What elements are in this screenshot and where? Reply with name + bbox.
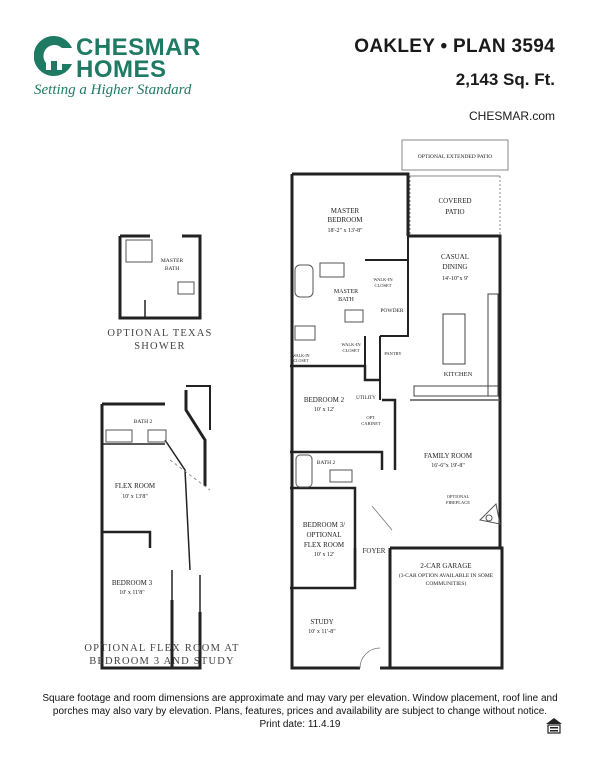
- brand-logo: CHESMAR HOMES: [34, 34, 214, 94]
- label-study-dims: 10' x 11'-8": [308, 629, 336, 635]
- label-master-bath-2: BATH: [338, 297, 354, 303]
- label-casual-dining-dims: 14'-10"x 9': [442, 276, 468, 282]
- label-walkin-closet-c-2: CLOSET: [293, 358, 309, 363]
- option-flex-room-plan: [100, 385, 211, 670]
- texas-shower-caption: OPTIONAL TEXAS SHOWER: [95, 327, 225, 353]
- brand-name-line1: CHESMAR: [76, 34, 201, 61]
- label-walkin-closet-a-2: CLOSET: [374, 283, 391, 288]
- label-opt-master-bath-1: MASTER: [161, 258, 184, 264]
- website-link[interactable]: CHESMAR.com: [468, 109, 555, 123]
- plan-title: OAKLEY • PLAN 3594: [354, 36, 555, 57]
- flex-room-caption: OPTIONAL FLEX ROOM AT BEDROOM 3 AND STUD…: [72, 642, 252, 668]
- label-master-bath-1: MASTER: [334, 289, 358, 295]
- texas-shower-caption-line2: SHOWER: [134, 341, 186, 352]
- square-footage: 2,143 Sq. Ft.: [455, 70, 555, 89]
- label-opt-flex-room-dims: 10' x 13'8": [122, 494, 148, 500]
- bath-fixtures: [105, 239, 364, 488]
- label-powder: POWDER: [380, 308, 404, 314]
- brand-tagline: Setting a Higher Standard: [34, 82, 192, 98]
- label-master-bedroom-1: MASTER: [331, 207, 360, 215]
- label-extended-patio: OPTIONAL EXTENDED PATIO: [418, 154, 492, 160]
- label-foyer: FOYER: [363, 547, 386, 555]
- disclaimer-line1: Square footage and room dimensions are a…: [42, 693, 558, 704]
- main-plan-walls: [290, 172, 504, 670]
- extended-patio-outline: [401, 139, 509, 236]
- label-pantry: PANTRY: [384, 351, 402, 356]
- label-opt-cabinet-1: OPT.: [366, 415, 375, 420]
- label-opt-bedroom3-dims: 10' x 11'8": [119, 590, 145, 596]
- label-master-bedroom-dims: 18'-2" x 13'-8": [327, 228, 363, 234]
- label-family-room-dims: 16'-6"x 19'-8": [431, 463, 465, 469]
- flex-room-caption-line1: OPTIONAL FLEX ROOM AT: [84, 643, 240, 654]
- label-optional-fireplace-2: FIREPLACE: [446, 500, 470, 505]
- label-master-bedroom-2: BEDROOM: [327, 216, 363, 224]
- label-covered-patio-2: PATIO: [445, 208, 464, 216]
- label-kitchen: KITCHEN: [444, 371, 473, 378]
- disclaimer: Square footage and room dimensions are a…: [40, 692, 560, 731]
- label-family-room: FAMILY ROOM: [424, 452, 473, 460]
- label-casual-dining-2: DINING: [443, 263, 468, 271]
- label-opt-cabinet-2: CABINET: [361, 421, 381, 426]
- label-opt-master-bath-2: BATH: [165, 266, 179, 272]
- label-garage-1: 2-CAR GARAGE: [420, 562, 471, 570]
- disclaimer-line2: porches may also vary by elevation. Plan…: [52, 706, 548, 717]
- label-bath2: BATH 2: [317, 460, 336, 466]
- label-walkin-closet-a-1: WALK-IN: [373, 277, 393, 282]
- brand-name-line2: HOMES: [76, 56, 167, 83]
- label-opt-bath2: BATH 2: [134, 419, 153, 425]
- label-optional-fireplace-1: OPTIONAL: [447, 494, 470, 499]
- flex-room-caption-line2: BEDROOM 3 AND STUDY: [89, 656, 235, 667]
- label-opt-flex-room: FLEX ROOM: [115, 482, 156, 490]
- label-bedroom3-dims: 10' x 12': [314, 552, 334, 558]
- label-bedroom3-1: BEDROOM 3/: [303, 521, 345, 529]
- label-covered-patio-1: COVERED: [438, 197, 471, 205]
- equal-housing-icon: [546, 718, 562, 734]
- door-swings: [169, 459, 393, 669]
- label-study: STUDY: [310, 618, 333, 626]
- label-bedroom2-dims: 10' x 12': [314, 407, 334, 413]
- label-walkin-closet-b-2: CLOSET: [342, 348, 359, 353]
- print-date: Print date: 11.4.19: [259, 719, 341, 730]
- label-bedroom3-2: OPTIONAL: [307, 531, 342, 539]
- label-walkin-closet-b-1: WALK-IN: [341, 342, 361, 347]
- house-logo-icon: [34, 35, 72, 76]
- label-bedroom3-3: FLEX ROOM: [304, 541, 345, 549]
- kitchen-fixtures: [413, 293, 499, 397]
- option-texas-shower-plan: [118, 234, 202, 320]
- texas-shower-caption-line1: OPTIONAL TEXAS: [107, 328, 213, 339]
- label-utility: UTILITY: [356, 396, 376, 401]
- label-casual-dining-1: CASUAL: [441, 253, 469, 261]
- fireplace-icon: [478, 502, 501, 525]
- label-garage-2: (3-CAR OPTION AVAILABLE IN SOME: [399, 572, 494, 579]
- label-walkin-closet-c-1: WALK-IN: [292, 353, 309, 358]
- label-garage-3: COMMUNITIES): [426, 580, 467, 587]
- label-bedroom2: BEDROOM 2: [304, 396, 345, 404]
- label-opt-bedroom3: BEDROOM 3: [112, 579, 153, 587]
